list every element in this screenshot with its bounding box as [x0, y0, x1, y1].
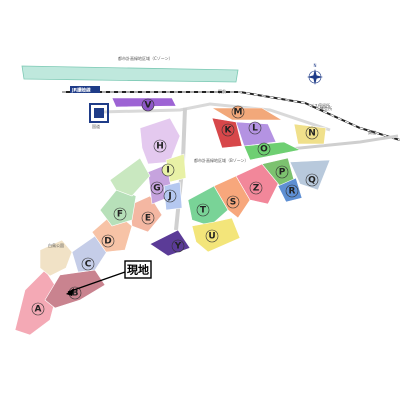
block-marker-k[interactable]: [221, 123, 235, 137]
block-f[interactable]: [99, 187, 137, 227]
bus-stop-label: バス停留所: [310, 102, 330, 108]
block-label-q: Q: [308, 176, 316, 186]
school-building: [89, 103, 109, 123]
block-marker-t[interactable]: [196, 203, 210, 217]
block-marker-g[interactable]: [150, 181, 164, 195]
block-label-m: M: [234, 108, 243, 118]
block-marker-e[interactable]: [141, 211, 155, 225]
block-label-u: U: [208, 232, 215, 242]
block-marker-r[interactable]: [285, 184, 299, 198]
block-label-g: G: [153, 184, 160, 194]
road-upper: [99, 102, 331, 132]
block-label-y: Y: [174, 242, 182, 252]
green-belt-zone-label: 都市計画緑地区域（Cゾーン）: [118, 55, 173, 61]
block-marker-o[interactable]: [257, 142, 271, 156]
block-label-i: I: [166, 166, 169, 176]
block-marker-h[interactable]: [153, 139, 167, 153]
block-label-k: K: [225, 126, 233, 136]
block-label-o: O: [260, 145, 268, 155]
block-f-extension[interactable]: [109, 157, 151, 197]
block-y[interactable]: [149, 229, 191, 257]
block-marker-j[interactable]: [163, 189, 177, 203]
block-marker-q[interactable]: [305, 173, 319, 187]
block-marker-z[interactable]: [249, 181, 263, 195]
block-marker-f[interactable]: [113, 207, 127, 221]
center-zone-label: 都市計画緑地区域（Bゾーン）: [194, 157, 249, 163]
railway-line: [62, 91, 400, 141]
block-marker-i[interactable]: [161, 163, 175, 177]
block-marker-c[interactable]: [81, 257, 95, 271]
block-label-j: J: [167, 192, 171, 202]
park-label: 白鳥公園: [48, 242, 64, 248]
block-marker-m[interactable]: [231, 105, 245, 119]
block-label-n: N: [308, 129, 316, 139]
block-label-e: E: [145, 214, 151, 224]
block-marker-d[interactable]: [101, 234, 115, 248]
green-belt-zone: [21, 65, 239, 83]
block-label-h: H: [156, 142, 164, 152]
block-label-b: B: [72, 289, 79, 299]
block-label-d: D: [104, 237, 111, 247]
compass-icon: N: [307, 63, 323, 85]
block-label-s: S: [230, 198, 236, 208]
block-m[interactable]: [210, 107, 284, 121]
block-o[interactable]: [243, 141, 301, 161]
block-marker-a[interactable]: [31, 302, 45, 316]
block-c[interactable]: [71, 235, 109, 273]
block-marker-n[interactable]: [305, 126, 319, 140]
road-right-label: 県道: [368, 129, 376, 135]
current-location-label: 現地: [127, 263, 149, 277]
block-label-p: P: [279, 168, 286, 178]
park-area: [39, 239, 73, 277]
svg-text:N: N: [314, 63, 317, 68]
railway-label-box: [70, 86, 100, 93]
street-label: 国道: [92, 123, 100, 129]
north-area-label: 集会所: [320, 105, 332, 111]
current-location-marker[interactable]: 現地: [66, 260, 152, 296]
railway-label: JR讃岐線: [71, 87, 91, 94]
block-label-c: C: [85, 260, 92, 270]
block-label-l: L: [252, 124, 258, 134]
block-label-v: V: [145, 101, 152, 111]
block-marker-l[interactable]: [248, 121, 262, 135]
block-markers: A B C D E F G H I J K LM N O P Q R S T U V Y Z: [31, 98, 319, 316]
block-label-z: Z: [253, 184, 260, 194]
road-right: [279, 134, 399, 152]
block-marker-v[interactable]: [141, 98, 155, 112]
block-label-a: A: [35, 305, 42, 315]
block-marker-u[interactable]: [205, 229, 219, 243]
block-marker-p[interactable]: [275, 165, 289, 179]
block-label-r: R: [289, 187, 296, 197]
block-label-f: F: [117, 210, 123, 220]
block-marker-y[interactable]: [171, 239, 185, 253]
block-label-t: T: [200, 206, 207, 216]
block-t[interactable]: [187, 185, 229, 227]
block-marker-s[interactable]: [226, 195, 240, 209]
